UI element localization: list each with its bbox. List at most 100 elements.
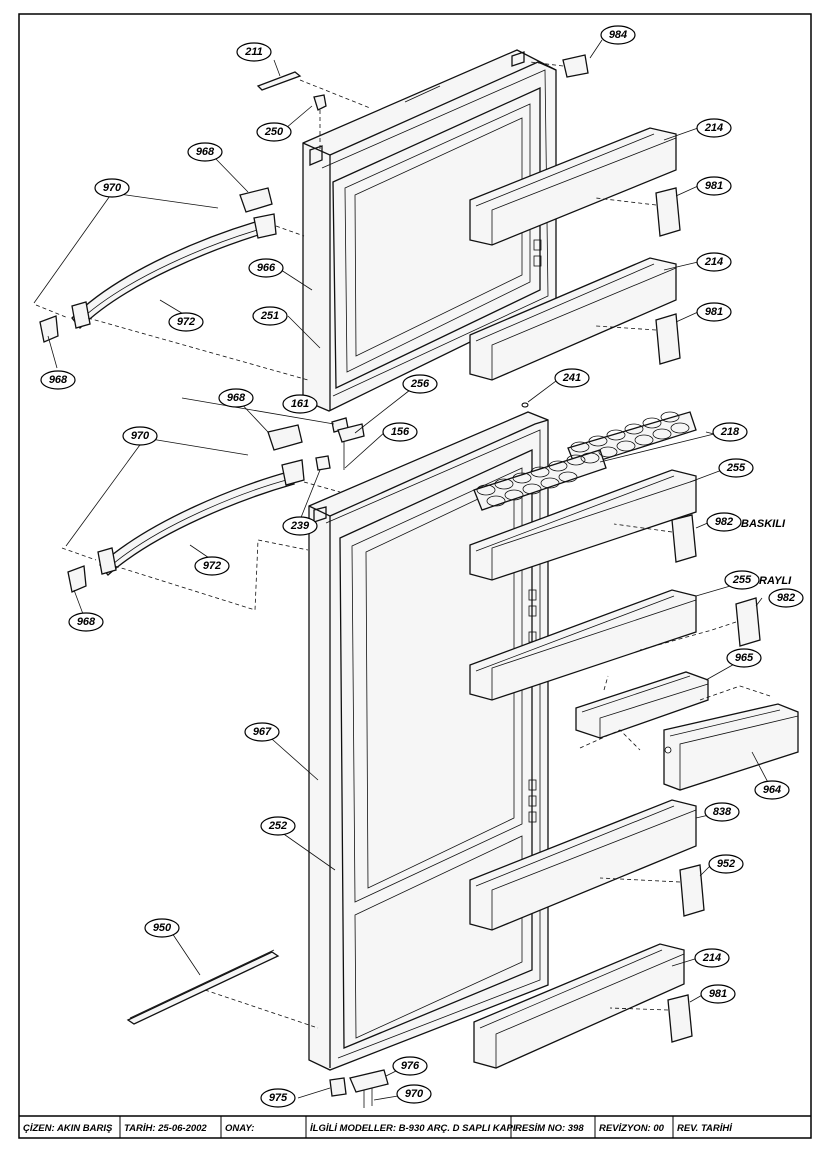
svg-text:982: 982 [715,516,733,528]
svg-text:972: 972 [203,560,221,572]
svg-text:256: 256 [410,378,430,390]
svg-text:156: 156 [391,426,410,438]
callout-981-a: 981 [696,176,732,196]
callout-161: 161 [282,394,318,414]
callout-241: 241 [554,368,590,388]
svg-text:214: 214 [704,122,723,134]
callout-211: 211 [236,42,272,62]
tb-rev-tarihi: REV. TARİHİ [677,1123,733,1134]
label-baskili: BASKILI [741,518,786,530]
svg-text:838: 838 [713,806,732,818]
svg-text:241: 241 [562,372,581,384]
callout-968-c: 968 [218,388,254,408]
svg-text:255: 255 [732,574,752,586]
lower-shelf-214 [473,943,685,1069]
svg-text:214: 214 [704,256,723,268]
bin-964 [663,703,799,791]
strip-950 [126,951,280,1025]
svg-text:952: 952 [717,858,735,870]
callout-972-b: 972 [194,556,230,576]
callout-982-b: 982 [768,588,804,608]
svg-text:255: 255 [726,462,746,474]
callout-966: 966 [248,258,284,278]
lower-shelf-255-a [469,469,697,581]
tab-981-b [655,313,681,365]
svg-text:981: 981 [705,180,723,192]
tab-981-a [655,187,681,237]
callout-967: 967 [244,722,280,742]
callout-964: 964 [754,780,790,800]
svg-text:218: 218 [720,426,740,438]
cap-984 [562,54,589,78]
tab-952 [679,864,705,917]
svg-text:214: 214 [702,952,721,964]
svg-text:966: 966 [257,262,276,274]
callout-981-c: 981 [700,984,736,1004]
tb-onay: ONAY: [225,1123,254,1134]
svg-text:239: 239 [290,520,310,532]
callout-838: 838 [704,802,740,822]
freezer-door [302,49,557,412]
tab-981-c [667,994,693,1043]
svg-text:968: 968 [49,374,68,386]
svg-text:975: 975 [269,1092,288,1104]
svg-text:984: 984 [609,29,627,41]
tb-tarih: TARİH: 25-06-2002 [124,1123,207,1134]
rail-965 [575,671,771,751]
svg-text:972: 972 [177,316,195,328]
svg-text:976: 976 [401,1060,420,1072]
callout-968-a: 968 [187,142,223,162]
svg-text:950: 950 [153,922,172,934]
plug-241 [521,402,529,408]
callout-214-b: 214 [696,252,732,272]
tb-modeller: İLGİLİ MODELLER: B-930 ARÇ. D SAPLI KAPI [310,1123,516,1134]
hinge-975 [329,1077,347,1097]
tab-982-a [671,514,697,563]
fridge-door [308,411,549,1071]
lower-shelf-838 [469,799,697,931]
hinge-976 [349,1069,389,1093]
upper-handle [33,187,309,381]
callout-984: 984 [600,25,636,45]
svg-text:965: 965 [735,652,754,664]
callout-214-a: 214 [696,118,732,138]
svg-text:252: 252 [268,820,287,832]
svg-text:161: 161 [291,398,309,410]
svg-text:250: 250 [264,126,284,138]
callout-251: 251 [252,306,288,326]
tab-982-b [735,597,761,647]
label-rayli: RAYLI [759,575,792,587]
svg-text:970: 970 [131,430,150,442]
callout-950: 950 [144,918,180,938]
svg-text:981: 981 [709,988,727,1000]
lower-shelf-255-b [469,589,697,701]
drawing-border [18,13,812,1139]
callout-970-b: 970 [122,426,158,446]
cap-239 [315,455,331,471]
tb-cizen: ÇİZEN: AKIN BARIŞ [23,1123,113,1134]
callout-256: 256 [402,374,438,394]
callout-239: 239 [282,516,318,536]
svg-text:970: 970 [405,1088,424,1100]
callout-255-a: 255 [718,458,754,478]
svg-text:982: 982 [777,592,795,604]
callout-214-c: 214 [694,948,730,968]
bracket-250 [313,94,327,111]
callout-981-b: 981 [696,302,732,322]
upper-shelf-2 [469,257,677,381]
svg-text:970: 970 [103,182,122,194]
callout-250: 250 [256,122,292,142]
callout-972-a: 972 [168,312,204,332]
svg-text:964: 964 [763,784,781,796]
svg-text:251: 251 [260,310,279,322]
title-block: ÇİZEN: AKIN BARIŞ TARİH: 25-06-2002 ONAY… [19,1115,811,1138]
callout-255-b: 255 [724,570,760,590]
callout-218: 218 [712,422,748,442]
svg-text:968: 968 [227,392,246,404]
callout-968-b: 968 [40,370,76,390]
callout-975: 975 [260,1088,296,1108]
lower-handle [61,424,341,611]
callout-252: 252 [260,816,296,836]
egg-trays-218 [473,411,715,511]
